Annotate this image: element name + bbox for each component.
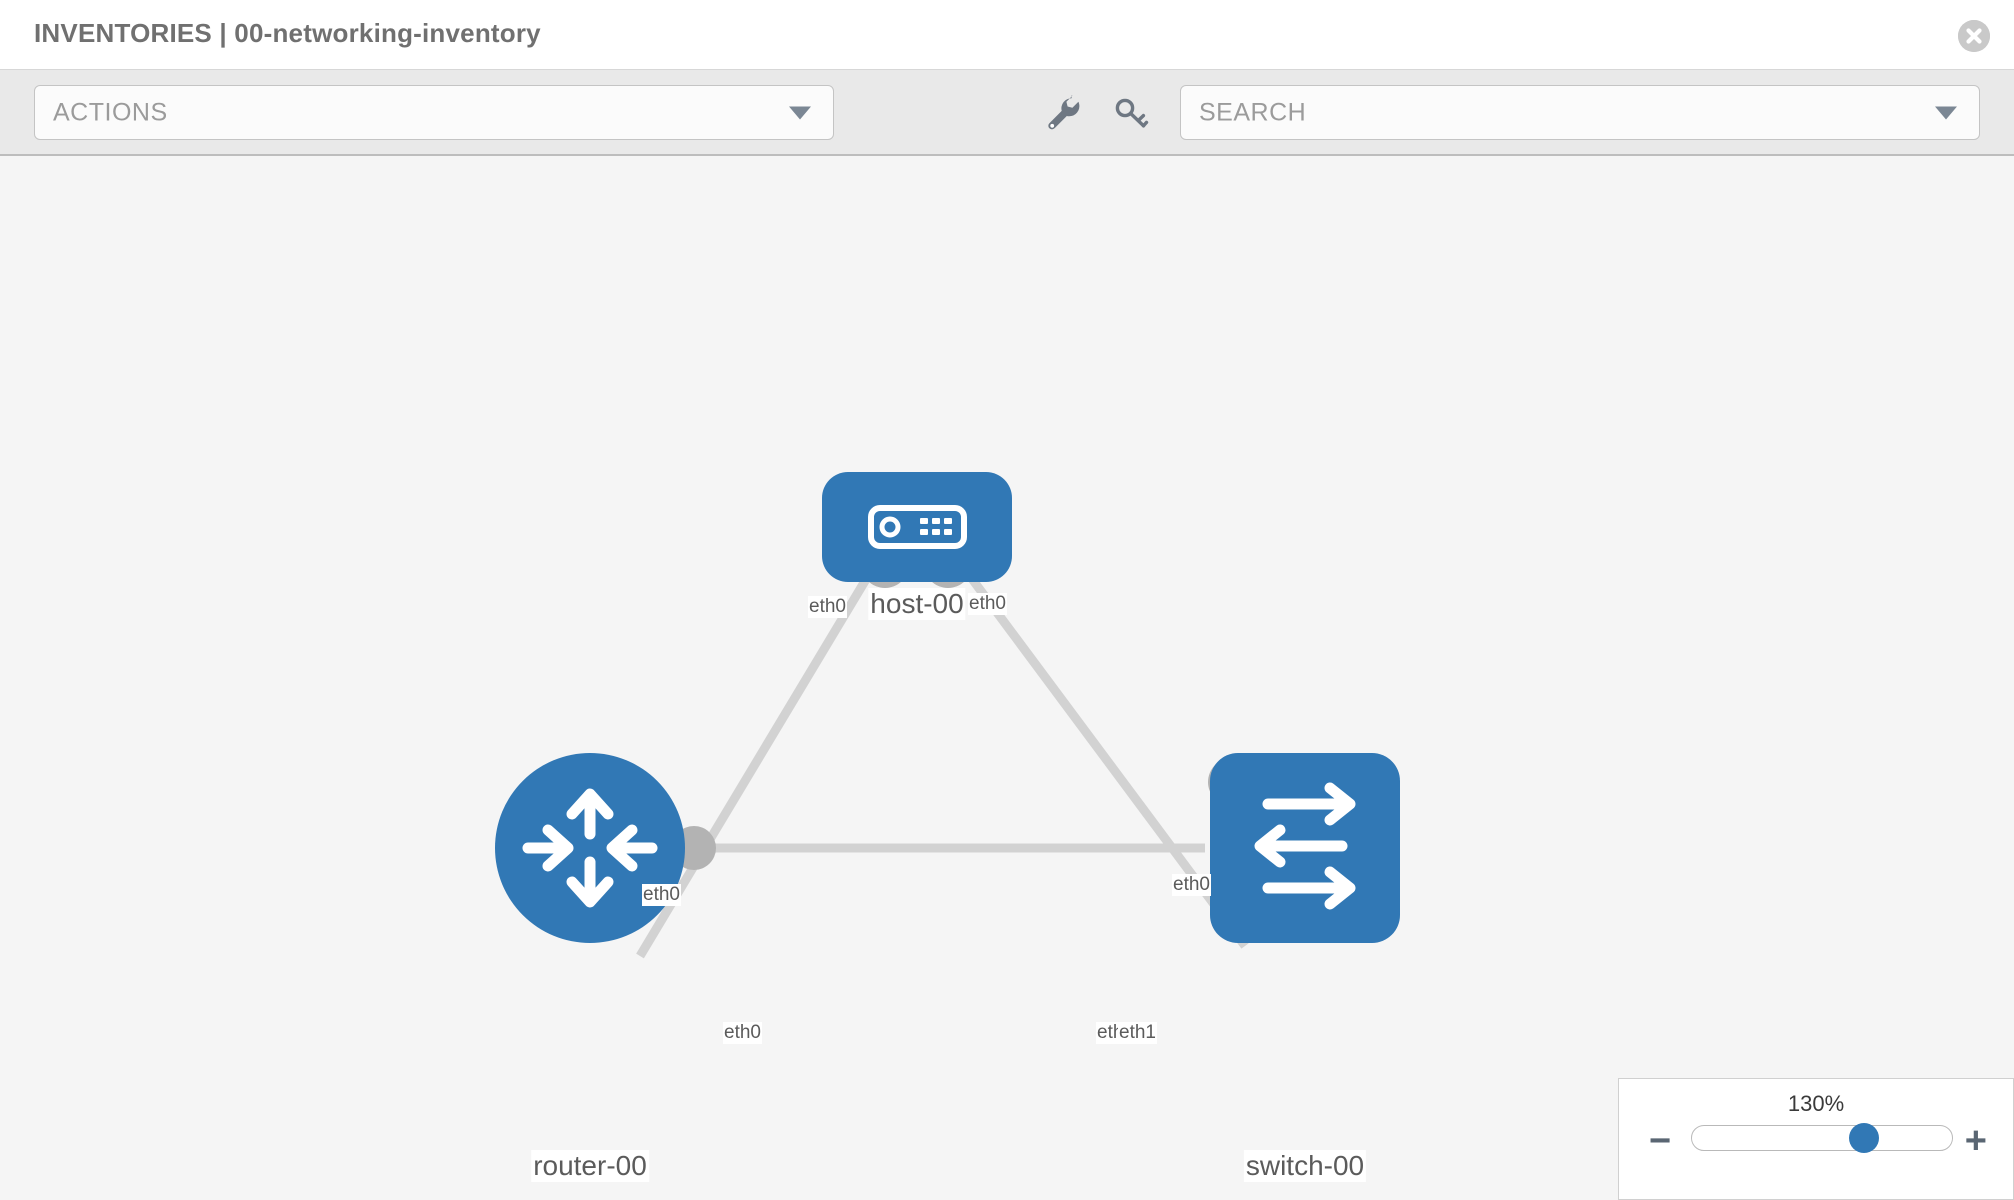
zoom-slider-handle[interactable] xyxy=(1848,1123,1879,1153)
chevron-down-icon xyxy=(1935,106,1957,119)
zoom-control: 130% − + xyxy=(1618,1078,2014,1200)
wrench-icon[interactable] xyxy=(1042,92,1084,134)
topology-graph xyxy=(495,472,1400,959)
edge-label: eth1 xyxy=(1118,1022,1157,1044)
toolbar: ACTIONS SEARCH xyxy=(0,70,2014,156)
actions-dropdown[interactable]: ACTIONS xyxy=(34,85,834,140)
chevron-down-icon xyxy=(789,106,811,119)
router-arrows-icon xyxy=(522,788,658,908)
edge-label: eth0 xyxy=(642,884,681,906)
node-host-00[interactable] xyxy=(822,472,1012,582)
node-label-router-00: router-00 xyxy=(531,1150,649,1182)
page-title: INVENTORIES | 00-networking-inventory xyxy=(34,18,541,48)
search-input[interactable]: SEARCH xyxy=(1180,85,1980,140)
close-icon[interactable] xyxy=(1958,20,1990,52)
key-icon[interactable] xyxy=(1110,92,1152,134)
zoom-slider[interactable] xyxy=(1691,1123,1953,1153)
edge-label: eth0 xyxy=(808,596,847,618)
node-label-host-00: host-00 xyxy=(868,588,966,620)
edge-label: eth0 xyxy=(968,593,1007,615)
edge-label: eth0 xyxy=(1172,874,1211,896)
zoom-percent-label: 130% xyxy=(1787,1091,1845,1116)
search-placeholder: SEARCH xyxy=(1199,98,1307,126)
actions-dropdown-label: ACTIONS xyxy=(53,98,168,126)
node-switch-00[interactable] xyxy=(1210,753,1400,943)
node-router-00[interactable] xyxy=(495,753,685,943)
page-header: INVENTORIES | 00-networking-inventory xyxy=(0,0,2014,70)
topology-canvas[interactable]: eth0 eth0 eth0 eth0 eth0 eth0 eth1 host-… xyxy=(0,156,2014,1200)
zoom-in-button[interactable]: + xyxy=(1964,1120,1987,1162)
switch-arrows-icon xyxy=(1254,782,1356,910)
node-label-switch-00: switch-00 xyxy=(1243,1150,1367,1182)
zoom-out-button[interactable]: − xyxy=(1649,1120,1672,1162)
edge-label: eth0 xyxy=(723,1022,762,1044)
server-icon xyxy=(868,505,967,549)
